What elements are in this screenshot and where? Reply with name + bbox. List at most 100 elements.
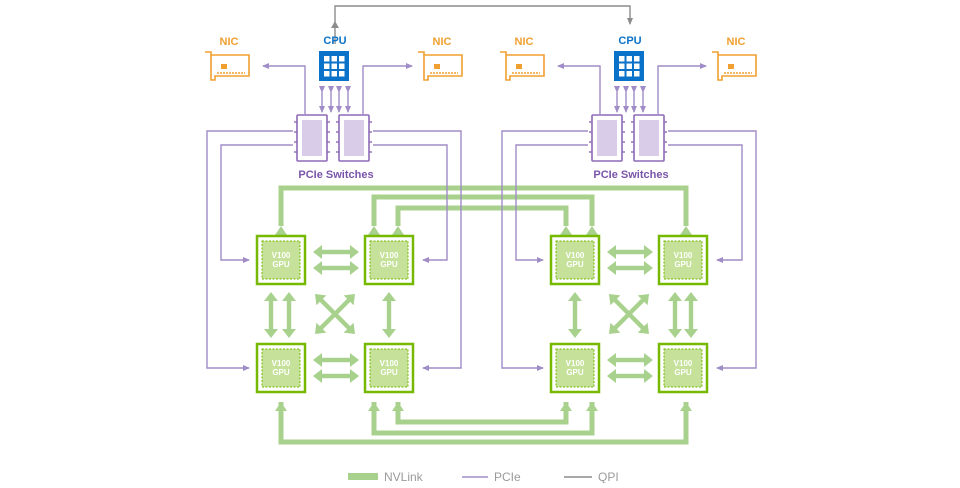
gpu-model-label: V100: [566, 251, 585, 260]
cpu-core: [324, 56, 330, 62]
cpu-core: [331, 63, 337, 69]
nvlink-arrowhead: [586, 226, 598, 235]
nvlink-middle-bottom: [371, 402, 595, 436]
gpu-die: [261, 348, 301, 388]
gpu-die: [369, 348, 409, 388]
left-pcie-switch-gpu: [373, 130, 462, 371]
cpu-core: [339, 56, 345, 62]
right-nvlink-v: [684, 292, 698, 338]
left-nvlink-h: [313, 261, 359, 275]
nic-card-icon: [205, 51, 250, 81]
nic-label: NIC: [515, 36, 534, 48]
gpu-die: [663, 348, 703, 388]
switch-die: [344, 120, 364, 156]
nvlink-inner-bottom: [395, 402, 569, 425]
right-nic-outer: NIC: [500, 36, 545, 81]
gpu-type-label: GPU: [566, 260, 584, 269]
nic-card-icon: [418, 51, 463, 81]
left-nvlink-v: [264, 292, 278, 338]
nvlink-inner-top: [395, 205, 569, 226]
right-pcie-switch-2: [631, 114, 667, 162]
gpu-model-label: V100: [272, 251, 291, 260]
cpu-core: [324, 71, 330, 77]
nvlink-connections: [264, 185, 698, 445]
cpu-core: [619, 63, 625, 69]
nvlink-arrowhead: [680, 402, 692, 411]
left-nic-inner: NIC: [418, 36, 463, 81]
cpu-core: [331, 56, 337, 62]
left-pcie-switch-nic: [362, 63, 413, 114]
nvlink-middle-top: [371, 194, 595, 226]
cpu-core: [634, 63, 640, 69]
left-pcie-switch-2: [336, 114, 372, 162]
nvlink-arrowhead: [560, 402, 572, 411]
qpi-arrowhead: [331, 21, 339, 28]
right-nvlink-h: [607, 369, 653, 383]
qpi-line: [334, 5, 633, 44]
cpu-core: [331, 71, 337, 77]
nvlink-arrowhead: [586, 402, 598, 411]
nvlink-outer-top: [278, 185, 689, 226]
left-nvlink-h: [313, 245, 359, 259]
gpu-model-label: V100: [566, 359, 585, 368]
nic-label: NIC: [433, 36, 452, 48]
gpu-die: [555, 240, 595, 280]
nvlink-arrowhead: [368, 402, 380, 411]
left-pcie-switches-label: PCIe Switches: [298, 169, 373, 181]
left-nvlink-h: [313, 369, 359, 383]
nic-chip: [728, 64, 734, 69]
right-nic-inner: NIC: [712, 36, 757, 81]
gpu-model-label: V100: [380, 359, 399, 368]
cpu-core: [634, 71, 640, 77]
left-nvlink-v: [282, 292, 296, 338]
cpu-core: [619, 56, 625, 62]
nic-chip: [434, 64, 440, 69]
gpu-type-label: GPU: [674, 368, 692, 377]
right-nvlink-v: [668, 292, 682, 338]
gpu-die: [663, 240, 703, 280]
gpu-die: [369, 240, 409, 280]
right-nvlink-h: [607, 261, 653, 275]
gpu-model-label: V100: [674, 359, 693, 368]
legend-nvlink-swatch: [348, 473, 378, 480]
nic-label: NIC: [220, 36, 239, 48]
right-cpu: CPU: [614, 35, 644, 81]
switch-die: [302, 120, 322, 156]
left-pcie-switch-gpu: [373, 144, 448, 263]
gpu-type-label: GPU: [272, 368, 290, 377]
right-pcie-switches-label: PCIe Switches: [593, 169, 668, 181]
nvlink-arrowhead: [392, 226, 404, 235]
cpu-core: [339, 63, 345, 69]
nvlink-arrowhead: [368, 226, 380, 235]
right-pcie-switch-gpu: [668, 130, 757, 371]
left-nvlink-diag: [315, 294, 355, 334]
gpu-type-label: GPU: [566, 368, 584, 377]
qpi-connection: [331, 5, 633, 44]
nvlink-outer-bottom: [278, 402, 689, 445]
nic-card-icon: [500, 51, 545, 81]
right-nvlink-h: [607, 245, 653, 259]
right-nvlink-v: [568, 292, 582, 338]
cpu-core: [339, 71, 345, 77]
left-pcie-switch-gpu: [220, 144, 293, 263]
nvlink-arrowhead: [275, 226, 287, 235]
left-pcie-switch-gpu: [206, 130, 293, 371]
legend-qpi-label: QPI: [598, 470, 619, 483]
right-nvlink-diag: [609, 294, 649, 334]
pcie-connections: [206, 63, 757, 371]
nic-card-icon: [712, 51, 757, 81]
cpu-label: CPU: [323, 35, 346, 47]
left-pcie-switch-1: [294, 114, 330, 162]
right-pcie-switch-gpu: [501, 130, 588, 371]
right-pcie-switch-gpu: [515, 144, 588, 263]
gpu-type-label: GPU: [674, 260, 692, 269]
